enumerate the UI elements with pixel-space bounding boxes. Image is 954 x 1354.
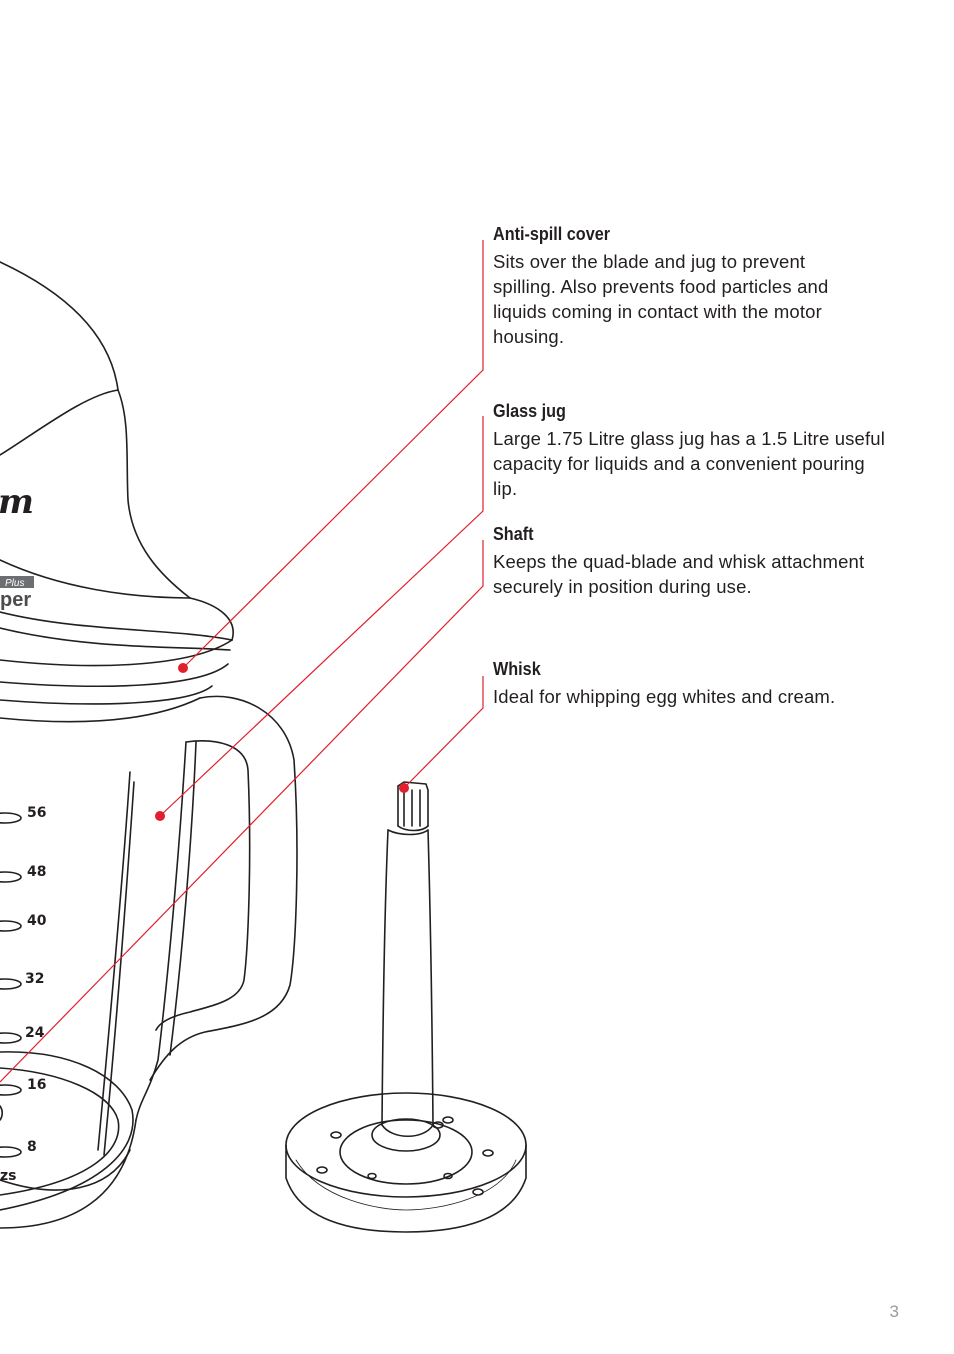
measuring-scale	[0, 812, 22, 1158]
callout-body: Large 1.75 Litre glass jug has a 1.5 Lit…	[493, 428, 885, 499]
scale-label-48: 48	[27, 864, 46, 880]
plus-badge	[0, 576, 34, 588]
callout-title: Whisk	[493, 659, 541, 679]
anti-spill-cover	[0, 611, 233, 705]
scale-mark-56	[0, 812, 22, 824]
brand-mark: m	[0, 482, 34, 522]
scale-mark-8	[0, 1146, 22, 1158]
callout-body: Ideal for whipping egg whites and cream.	[493, 686, 836, 707]
leader-dots	[155, 663, 409, 821]
callout-whisk: Whisk Ideal for whipping egg whites and …	[493, 658, 893, 709]
callout-body: Keeps the quad-blade and whisk attachmen…	[493, 551, 865, 597]
housing-branding: m Plus per	[0, 482, 34, 611]
model-name-fragment: per	[0, 589, 31, 611]
whisk-attachment	[285, 781, 527, 1233]
scale-mark-32	[0, 978, 22, 990]
scale-mark-24	[0, 1032, 22, 1044]
leader-lines	[0, 240, 484, 1083]
callout-body: Sits over the blade and jug to prevent s…	[493, 251, 829, 347]
scale-label-24: 24	[25, 1025, 45, 1041]
leader-shaft	[0, 540, 484, 1083]
dot-whisk	[399, 783, 409, 793]
scale-label-8: 8	[27, 1139, 37, 1155]
plus-badge-text: Plus	[5, 578, 24, 589]
callout-glass-jug: Glass jug Large 1.75 Litre glass jug has…	[493, 400, 893, 501]
scale-mark-16	[0, 1084, 22, 1096]
scale-label-56: 56	[27, 805, 46, 821]
motor-housing	[0, 261, 234, 641]
callout-anti-spill-cover: Anti-spill cover Sits over the blade and…	[493, 223, 893, 349]
scale-mark-40	[0, 920, 22, 932]
leader-anti-spill-cover	[182, 240, 484, 669]
callout-title: Shaft	[493, 524, 534, 544]
dot-anti-spill-cover	[178, 663, 188, 673]
scale-unit-label: zs	[0, 1168, 16, 1184]
scale-label-40: 40	[27, 913, 47, 929]
dot-glass-jug	[155, 811, 165, 821]
leader-whisk	[403, 676, 484, 789]
callout-shaft: Shaft Keeps the quad-blade and whisk att…	[493, 523, 893, 599]
scale-label-16: 16	[27, 1077, 46, 1093]
scale-mark-48	[0, 871, 22, 883]
callout-title: Glass jug	[493, 401, 566, 421]
leader-glass-jug	[159, 416, 484, 817]
page-number: 3	[889, 1302, 899, 1321]
callout-title: Anti-spill cover	[493, 224, 611, 244]
glass-jug	[0, 695, 298, 1229]
scale-label-32: 32	[25, 971, 44, 987]
